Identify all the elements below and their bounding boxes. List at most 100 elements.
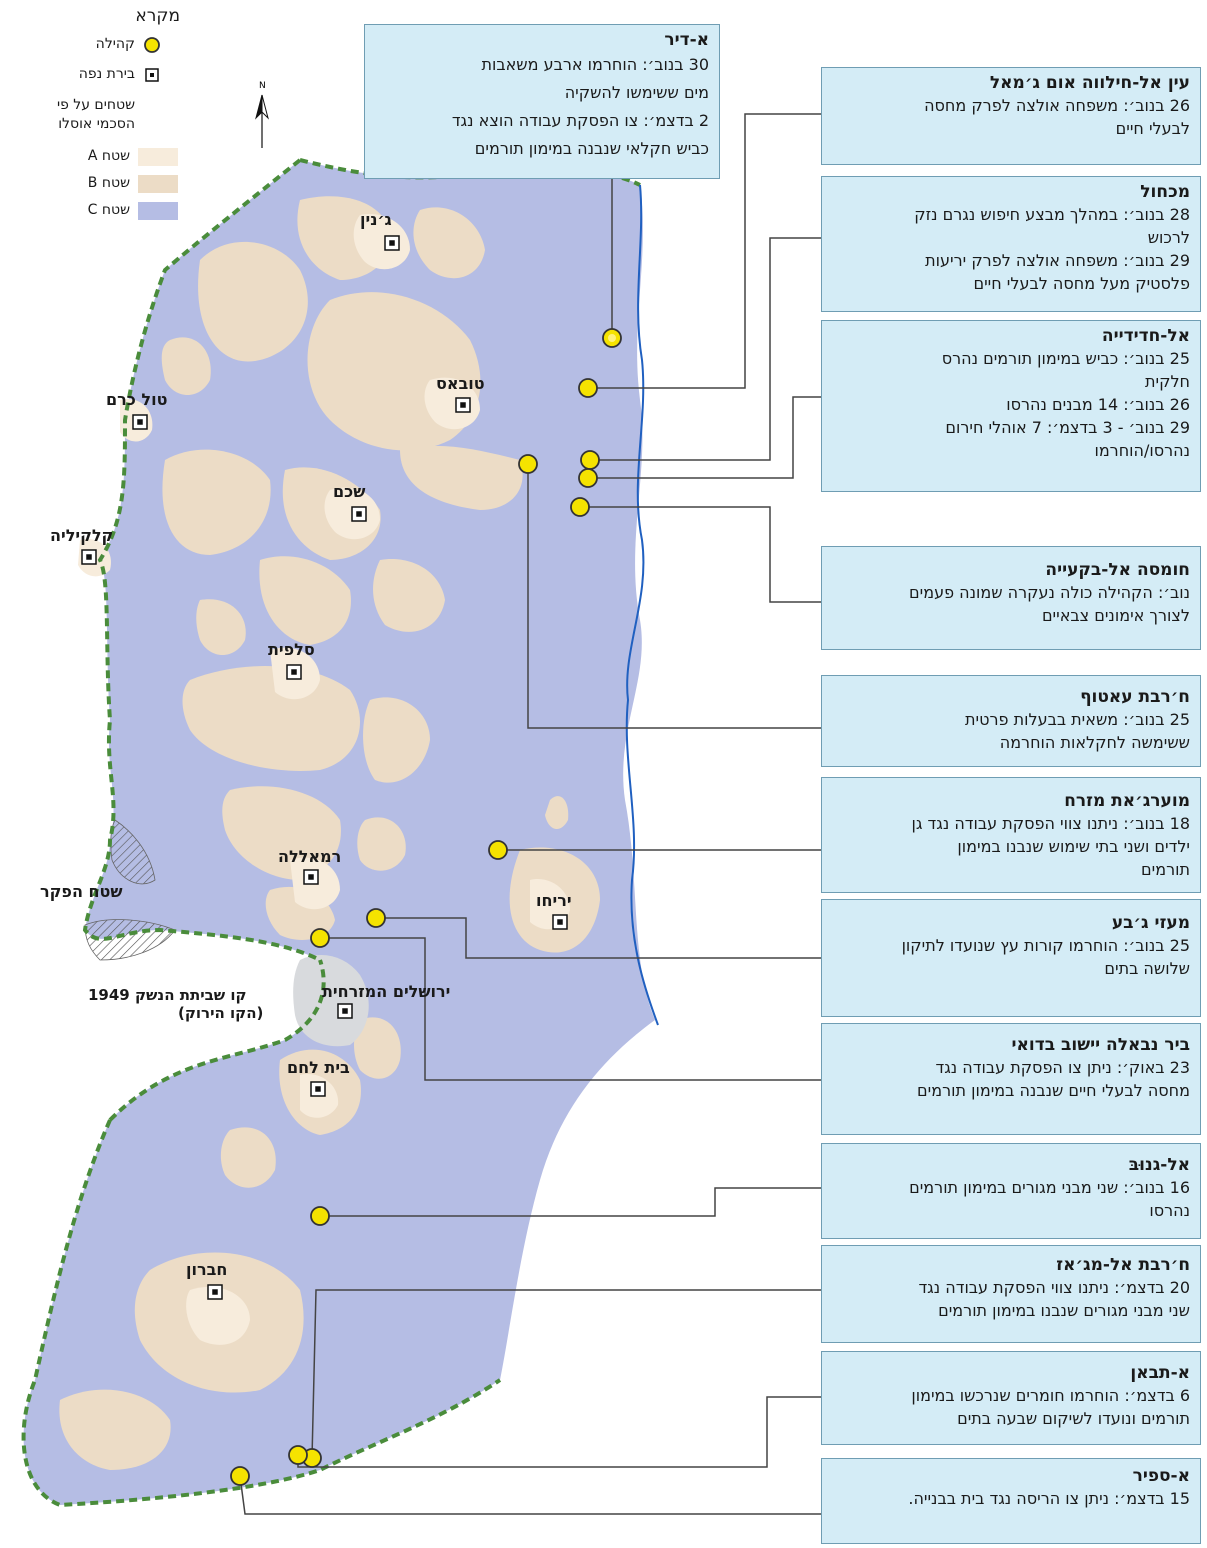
box-title: חומסה אל-בקעייה bbox=[1045, 560, 1190, 580]
box-title: מעזי ג׳בע bbox=[1111, 913, 1190, 933]
city-label-tulkarm: טול כרם bbox=[106, 390, 168, 409]
box-line: כביש חקלאי שנבנה במימון תורמים bbox=[474, 139, 709, 158]
city-label-jenin: ג׳נין bbox=[360, 210, 392, 229]
legend-capital-label: בירת נפה bbox=[78, 66, 135, 82]
capital-marker-nablus bbox=[351, 506, 367, 522]
city-label-qalqilya: קלקיליה bbox=[50, 526, 114, 545]
community-markers bbox=[230, 328, 622, 1486]
community-marker bbox=[580, 450, 600, 470]
community-marker bbox=[488, 840, 508, 860]
info-box-humsa: חומסה אל-בקעייה נוב׳: הקהילה כולה נעקרה … bbox=[821, 546, 1201, 650]
no-mans-land-area bbox=[84, 919, 176, 961]
box-line: 20 בדצמ׳: ניתנו צווי הפסקת עבודה נגד bbox=[918, 1278, 1190, 1297]
city-label-ramallah: רמאללה bbox=[278, 847, 342, 866]
armistice-line-label-2: (הקו הירוק) bbox=[178, 1004, 264, 1022]
info-box-a-tuban: א-תבאן 6 בדצמ׳: הוחרמו חומרים שנרכשו במי… bbox=[821, 1351, 1201, 1445]
box-title: ביר נבאלה יישוב בדואי bbox=[1011, 1035, 1190, 1055]
community-marker bbox=[570, 497, 590, 517]
capital-marker-jenin bbox=[384, 235, 400, 251]
box-line: לצורך אימונים צבאיים bbox=[1041, 606, 1190, 625]
legend-area-b-label: שטח B bbox=[87, 175, 130, 191]
box-line: נהרסו bbox=[1149, 1201, 1190, 1220]
box-title: עין אל-חילווה אום ג׳מאל bbox=[989, 73, 1190, 93]
info-box-a-dir: א-דיר 30 בנוב׳: הוחרמו ארבע משאבות מים ש… bbox=[364, 24, 720, 179]
info-box-al-janub: אל-גנוּבּ 16 בנוב׳: שני מבני מגורים במימ… bbox=[821, 1143, 1201, 1239]
info-box-al-hadidiya: אל-חדידייה 25 בנוב׳: כביש במימון תורמים … bbox=[821, 320, 1201, 492]
box-line: מים ששימשו להשקיה bbox=[564, 83, 709, 102]
capital-marker-ramallah bbox=[303, 869, 319, 885]
box-title: אל-גנוּבּ bbox=[1128, 1155, 1190, 1175]
box-line: תורמים ונועדו לשיקום שבעה בתים bbox=[957, 1409, 1190, 1428]
capital-marker-east-jerusalem bbox=[337, 1003, 353, 1019]
box-line: 25 בנוב׳: הוחרמו קורות עץ שנועדו לתיקון bbox=[901, 936, 1190, 955]
box-title: א-תבאן bbox=[1130, 1363, 1190, 1383]
community-marker bbox=[518, 454, 538, 474]
box-line: לרכוש bbox=[1147, 228, 1190, 247]
north-arrow-icon bbox=[255, 94, 269, 148]
info-box-makhul: מכחול 28 בנוב׳: במהלך מבצע חיפוש נגרם נז… bbox=[821, 176, 1201, 312]
capital-marker-hebron bbox=[207, 1284, 223, 1300]
legend-community-label: קהילה bbox=[95, 36, 135, 52]
box-line: מחסה לבעלי חיים שנבנה במימון תורמים bbox=[917, 1081, 1190, 1100]
box-line: 23 באוק׳: ניתן צו הפסקת עבודה נגד bbox=[935, 1058, 1190, 1077]
community-marker bbox=[310, 1206, 330, 1226]
legend-title: מקרא bbox=[135, 6, 180, 26]
no-mans-land-label: שטח הפקר bbox=[40, 882, 123, 901]
box-line: 26 בנוב׳: 14 מבנים נהרסו bbox=[1006, 395, 1190, 414]
info-box-muarrajat: מוערג׳את מזרח 18 בנוב׳: ניתנו צווי הפסקת… bbox=[821, 777, 1201, 893]
box-title: מוערג׳את מזרח bbox=[1064, 791, 1190, 811]
city-label-hebron: חברון bbox=[186, 1260, 228, 1279]
jordan-river bbox=[625, 184, 659, 1026]
info-box-a-safir: א-ספיר 15 בדצמ׳: ניתן צו הריסה נגד בית ב… bbox=[821, 1458, 1201, 1544]
box-line: נוב׳: הקהילה כולה נעקרה שמונה פעמים bbox=[909, 583, 1190, 602]
box-title: א-דיר bbox=[664, 30, 709, 50]
legend-area-a-swatch bbox=[138, 148, 178, 166]
box-line: לבעלי חיים bbox=[1115, 119, 1190, 138]
box-line: נהרסו/הוחרמו bbox=[1094, 441, 1190, 460]
capital-marker-tulkarm bbox=[132, 414, 148, 430]
capital-marker-tubas bbox=[455, 397, 471, 413]
capital-marker-salfit bbox=[286, 664, 302, 680]
city-label-bethlehem: בית לחם bbox=[287, 1058, 350, 1077]
community-marker bbox=[578, 468, 598, 488]
box-line: 28 בנוב׳: במהלך מבצע חיפוש נגרם נזק bbox=[914, 205, 1190, 224]
box-title: א-ספיר bbox=[1132, 1466, 1190, 1486]
capital-marker-jericho bbox=[552, 914, 568, 930]
district-capitals bbox=[81, 235, 568, 1300]
community-marker bbox=[288, 1445, 308, 1465]
jerusalem-area bbox=[293, 955, 369, 1047]
community-marker-centers bbox=[608, 334, 616, 342]
capital-marker-bethlehem bbox=[310, 1081, 326, 1097]
box-line: 25 בנוב׳: משאית בבעלות פרטית bbox=[965, 710, 1190, 729]
legend-area-a-label: שטח A bbox=[87, 148, 130, 164]
box-line: 6 בדצמ׳: הוחרמו חומרים שנרכשו במימון bbox=[911, 1386, 1190, 1405]
community-marker bbox=[366, 908, 386, 928]
north-arrow-label: N bbox=[259, 81, 266, 91]
info-box-khirbet-al-majaz: ח׳רבת אל-מג׳אז 20 בדצמ׳: ניתנו צווי הפסק… bbox=[821, 1245, 1201, 1343]
legend-areas-title-2: הסכמי אוסלו bbox=[58, 116, 135, 132]
box-title: מכחול bbox=[1140, 182, 1190, 202]
community-marker bbox=[578, 378, 598, 398]
city-label-jericho: יריחו bbox=[536, 891, 572, 910]
box-line: 16 בנוב׳: שני מבני מגורים במימון תורמים bbox=[909, 1178, 1190, 1197]
box-line: 29 בנוב׳: משפחה אולצה לפרק יריעות bbox=[925, 251, 1190, 270]
box-line: 18 בנוב׳: ניתנו צווי הפסקת עבודה נגד גן bbox=[911, 814, 1190, 833]
capital-marker-qalqilya bbox=[81, 549, 97, 565]
box-line: פלסטיק מעל מחסה לבעלי חיים bbox=[973, 274, 1190, 293]
box-line: שלושה בתים bbox=[1104, 959, 1190, 978]
box-line: ששימשה לחקלאות הוחרמה bbox=[999, 733, 1190, 752]
box-line: תורמים bbox=[1141, 860, 1190, 879]
info-box-khirbet-atuf: ח׳רבת עאטוף 25 בנוב׳: משאית בבעלות פרטית… bbox=[821, 675, 1201, 767]
box-line: ילדים ושני בתי שימוש שנבנו במימון bbox=[957, 837, 1190, 856]
legend-area-c-swatch bbox=[138, 202, 178, 220]
legend-area-b-swatch bbox=[138, 175, 178, 193]
box-line: 26 בנוב׳: משפחה אולצה לפרק מחסה bbox=[924, 96, 1190, 115]
box-line: 29 בנוב׳ - 3 בדצמ׳: 7 אוהלי חירום bbox=[945, 418, 1190, 437]
city-label-tubas: טובאס bbox=[436, 374, 485, 393]
info-box-maazi-jaba: מעזי ג׳בע 25 בנוב׳: הוחרמו קורות עץ שנוע… bbox=[821, 899, 1201, 1017]
community-marker bbox=[310, 928, 330, 948]
green-line-border bbox=[21, 158, 641, 1508]
community-marker bbox=[230, 1466, 250, 1486]
legend-capital-icon bbox=[145, 68, 159, 82]
